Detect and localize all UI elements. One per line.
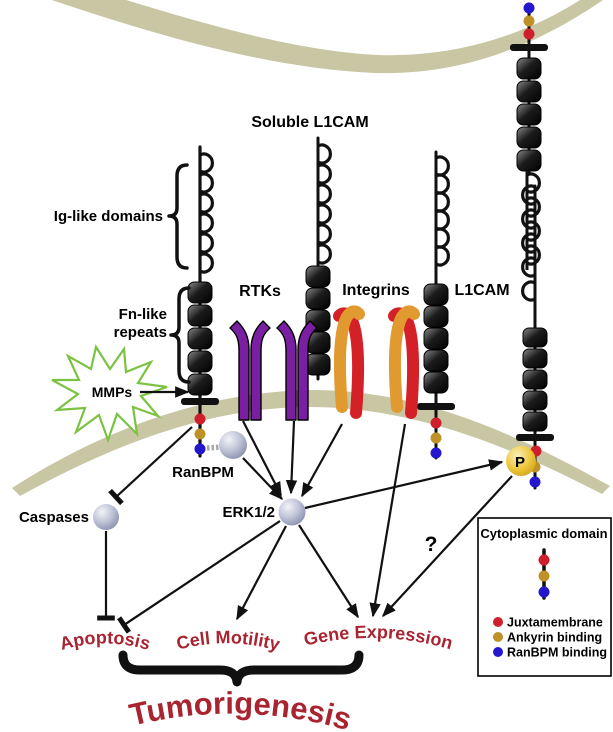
soluble-l1cam-molecule xyxy=(305,136,332,381)
arrow-rtk1-to-erk xyxy=(242,420,282,497)
phospho-label: P xyxy=(515,454,525,471)
legend-bullet-ankyrin xyxy=(493,632,503,642)
arrow-phospho-to-gene-expression xyxy=(382,475,513,618)
caspases-label: Caspases xyxy=(19,509,89,526)
arrow-integrin2-to-gene-expression xyxy=(369,423,407,618)
legend-bullet-juxtamembrane xyxy=(493,617,503,627)
legend-title: Cytoplasmic domain xyxy=(480,526,607,541)
legend-bullet-ranbpm xyxy=(493,647,503,657)
ranbpm-sphere xyxy=(219,431,247,459)
trans-l1cam-lower-molecule xyxy=(516,184,554,490)
inhibit-erk-to-apoptosis xyxy=(117,520,281,634)
legend-stick-dot-ranbpm xyxy=(538,586,550,598)
rtk-receptors xyxy=(229,320,318,421)
cell-membranes xyxy=(12,0,610,496)
arrow-erk-to-gene-expression xyxy=(298,524,359,619)
legend-item-juxtamembrane: Juxtamembrane xyxy=(507,616,603,630)
ranbpm-label: RanBPM xyxy=(172,464,234,481)
legend-item-ranbpm: RanBPM binding xyxy=(507,646,607,660)
fn-like-brace xyxy=(169,286,191,384)
legend-stick-dot-juxtamembrane xyxy=(538,554,550,566)
gene-expression-label: Gene Expression xyxy=(302,622,455,653)
mmps-burst: MMPs xyxy=(51,344,168,444)
apoptosis-label: Apoptosis xyxy=(58,627,153,654)
l1cam-molecule xyxy=(417,150,455,460)
juxtamembrane-dots xyxy=(194,28,542,457)
signal-arrows xyxy=(97,386,513,634)
rtks-label: RTKs xyxy=(239,283,281,300)
tumorigenesis-brace xyxy=(118,650,364,687)
ranbpm-connector xyxy=(206,444,222,451)
soluble-l1cam-label: Soluble L1CAM xyxy=(251,114,368,131)
ranbpm-binding-dots xyxy=(194,2,541,488)
membrane-top xyxy=(51,0,604,74)
l1cam-membrane-bound-molecule xyxy=(181,145,219,458)
braces xyxy=(118,163,364,687)
tumorigenesis-label: Tumorigenesis xyxy=(126,686,355,732)
legend-item-ankyrin: Ankyrin binding xyxy=(507,631,602,645)
starburst-icon xyxy=(51,344,168,444)
integrins-label: Integrins xyxy=(342,282,410,299)
integrin-alpha-subunits xyxy=(333,305,420,413)
legend: Cytoplasmic domain Juxtamembrane Ankyrin… xyxy=(477,517,612,677)
erk-label: ERK1/2 xyxy=(222,504,275,521)
membrane-bottom xyxy=(12,389,610,496)
caspases-sphere xyxy=(93,504,119,530)
cell-motility-label: Cell Motility xyxy=(174,627,282,654)
arrow-ranbpm-to-erk xyxy=(242,457,283,501)
legend-stick-dot-ankyrin xyxy=(538,570,550,582)
ig-like-brace xyxy=(167,163,189,270)
erk-sphere xyxy=(278,498,306,526)
arrow-erk-to-cell-motility xyxy=(236,525,287,621)
ig-like-domains-label: Ig-like domains xyxy=(54,208,163,225)
outcome-labels: Apoptosis Cell Motility Gene Expression … xyxy=(58,622,455,732)
l1cam-label: L1CAM xyxy=(454,282,509,299)
fn-like-repeats-label-line2: repeats xyxy=(114,324,167,341)
inhibit-l1cam-to-caspases xyxy=(108,426,193,506)
arrow-erk-to-phospho xyxy=(304,459,504,510)
fn-like-repeats-label-line1: Fn-like xyxy=(119,306,167,323)
question-mark-label: ? xyxy=(425,533,438,556)
arrow-rtk2-to-erk xyxy=(285,420,298,495)
mmps-label: MMPs xyxy=(92,384,133,400)
arrow-integrin1-to-erk xyxy=(301,423,343,498)
phospho-circle xyxy=(506,446,536,476)
